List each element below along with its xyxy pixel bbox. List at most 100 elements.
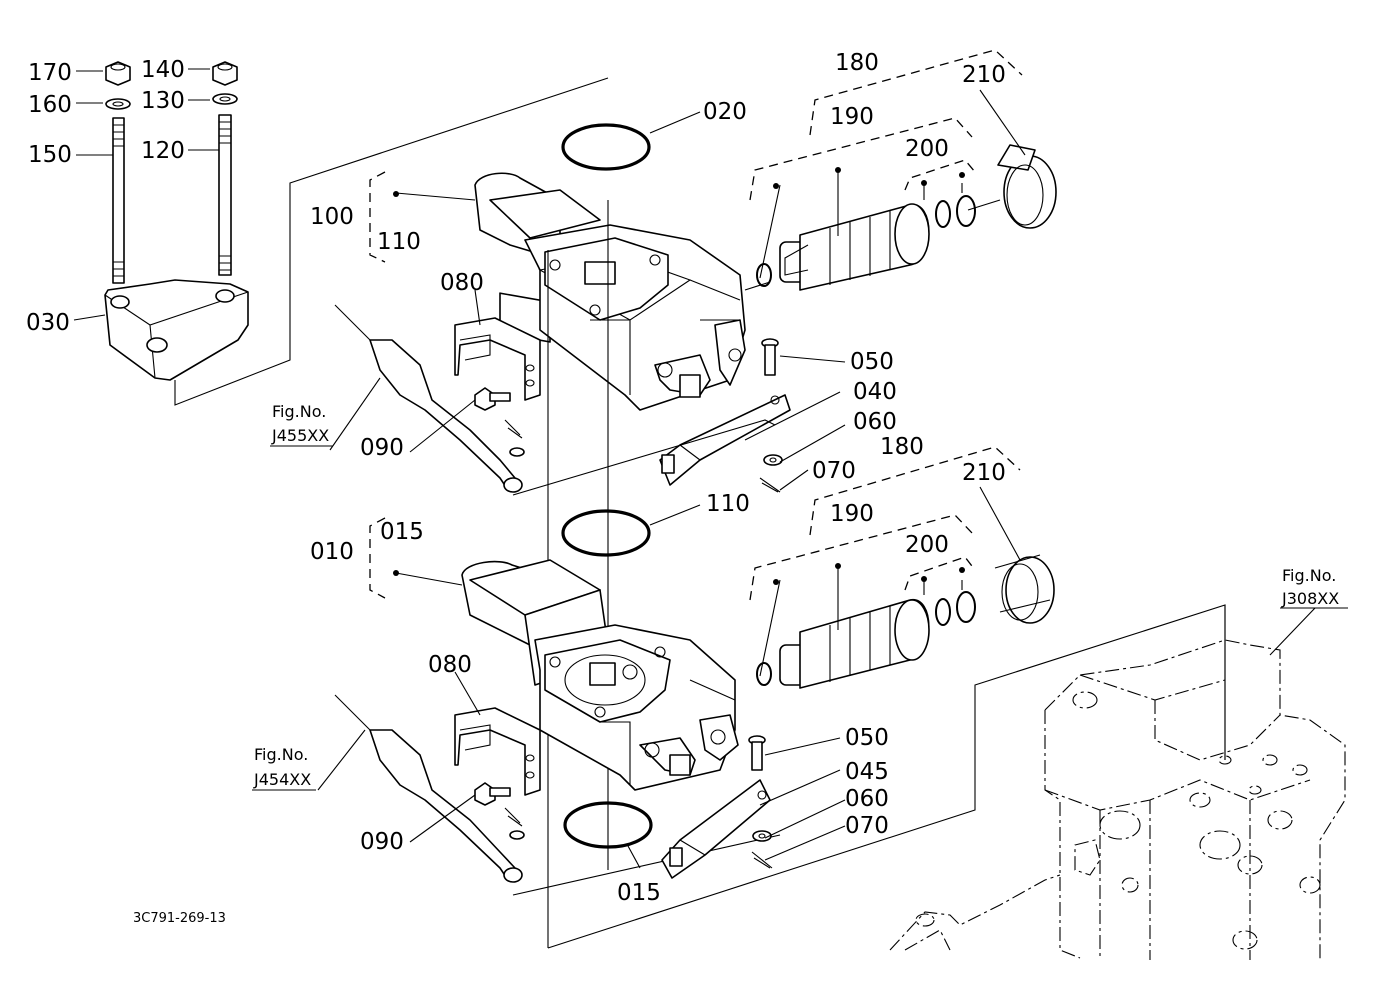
dot-200-top-b — [959, 172, 965, 178]
label-130: 130 — [141, 88, 185, 114]
oring-110 — [561, 509, 651, 557]
pin-050-top — [761, 338, 779, 376]
label-080-bot: 080 — [428, 652, 472, 678]
label-170: 170 — [28, 60, 72, 86]
solenoid-coil-190-bot — [779, 599, 930, 689]
label-110-mid: 110 — [706, 491, 750, 517]
cap-210-bot — [994, 554, 1055, 624]
label-040: 040 — [853, 379, 897, 405]
connector-line-bot — [512, 834, 781, 896]
label-140: 140 — [141, 57, 185, 83]
bracket-080-top — [454, 317, 541, 401]
fig-ref-code-1: J455XX — [271, 426, 329, 445]
connector-line-top — [512, 419, 776, 496]
label-030: 030 — [26, 310, 70, 336]
group-bracket-010 — [369, 517, 386, 599]
dot-200-bot-a — [921, 576, 927, 582]
washer-130 — [212, 93, 238, 105]
dot-190-top-b — [835, 167, 841, 173]
oring-200b-bot — [956, 591, 976, 623]
label-190-bot: 190 — [830, 501, 874, 527]
label-070-bot: 070 — [845, 813, 889, 839]
label-020: 020 — [703, 99, 747, 125]
control-cable-top — [334, 304, 525, 493]
frame-line — [174, 77, 609, 406]
label-015-top: 015 — [380, 519, 424, 545]
dot-100 — [393, 191, 399, 197]
dot-190-bot-a — [773, 579, 779, 585]
cotter-pin-070-bot — [751, 851, 773, 869]
drawing-code: 3C791-269-13 — [133, 911, 226, 926]
label-045: 045 — [845, 759, 889, 785]
label-090-bot: 090 — [360, 829, 404, 855]
label-070-top: 070 — [812, 458, 856, 484]
label-015-bot: 015 — [617, 880, 661, 906]
bolt-090-top — [474, 387, 511, 411]
oring-200a-top — [935, 200, 951, 228]
pin-050-bot — [748, 735, 766, 771]
label-180-top: 180 — [835, 50, 879, 76]
label-060-bot: 060 — [845, 786, 889, 812]
bracket-080-bot — [454, 707, 541, 796]
washer-060-top — [763, 454, 783, 466]
label-160: 160 — [28, 92, 72, 118]
axis-top — [744, 199, 1001, 291]
group-line-200-top — [904, 159, 976, 191]
label-090-top: 090 — [360, 435, 404, 461]
label-180-bot: 180 — [880, 434, 924, 460]
group-line-200-bot — [904, 556, 976, 591]
label-100: 100 — [310, 204, 354, 230]
group-line-190-bot — [749, 514, 973, 601]
oring-bot-left — [756, 662, 772, 686]
dot-200-top-a — [921, 180, 927, 186]
label-200-bot: 200 — [905, 532, 949, 558]
oring-020 — [561, 123, 651, 171]
cap-210-top — [997, 144, 1057, 229]
nut-170 — [105, 61, 131, 86]
dot-190-top-a — [773, 183, 779, 189]
fig-ref-code-2: J454XX — [253, 770, 311, 789]
bolt-090-bot — [474, 782, 511, 806]
group-line-180-bot — [809, 446, 1021, 536]
label-210-bot: 210 — [962, 460, 1006, 486]
solenoid-coil-190-top — [779, 203, 930, 291]
link-lever-040 — [659, 394, 791, 486]
link-lever-045 — [661, 779, 771, 879]
label-050-top: 050 — [850, 349, 894, 375]
label-010: 010 — [310, 539, 354, 565]
label-110-top: 110 — [377, 229, 421, 255]
dot-010 — [393, 570, 399, 576]
label-150: 150 — [28, 142, 72, 168]
cover-plate-030 — [104, 279, 249, 381]
label-060-top: 060 — [853, 409, 897, 435]
oring-200a-bot — [935, 598, 951, 626]
label-080-top: 080 — [440, 270, 484, 296]
nut-140 — [212, 61, 238, 86]
group-line-180-top — [809, 49, 1023, 136]
hydraulic-housing-ref — [889, 639, 1346, 960]
label-190-top: 190 — [830, 104, 874, 130]
group-bracket-100 — [369, 171, 386, 263]
stud-bolt-120 — [218, 114, 232, 276]
label-120: 120 — [141, 138, 185, 164]
fig-ref-code-3: J308XX — [1281, 589, 1339, 608]
dot-190-bot-b — [835, 563, 841, 569]
label-050-bot: 050 — [845, 725, 889, 751]
washer-160 — [105, 98, 131, 110]
leader-lines — [73, 68, 1316, 869]
control-valve-010 — [461, 559, 739, 791]
oring-top-left — [756, 263, 772, 287]
fig-ref-label-2: Fig.No. — [254, 745, 308, 764]
stud-bolt-150 — [112, 117, 125, 284]
cotter-pin-070-top — [759, 477, 781, 493]
group-line-190-top — [749, 117, 973, 201]
control-cable-bot — [334, 694, 525, 883]
fig-ref-label-1: Fig.No. — [272, 402, 326, 421]
control-valve-100 — [474, 172, 746, 411]
oring-200b-top — [956, 195, 976, 227]
label-200-top: 200 — [905, 136, 949, 162]
dot-200-bot-b — [959, 567, 965, 573]
label-210-top: 210 — [962, 62, 1006, 88]
fig-ref-label-3: Fig.No. — [1282, 566, 1336, 585]
